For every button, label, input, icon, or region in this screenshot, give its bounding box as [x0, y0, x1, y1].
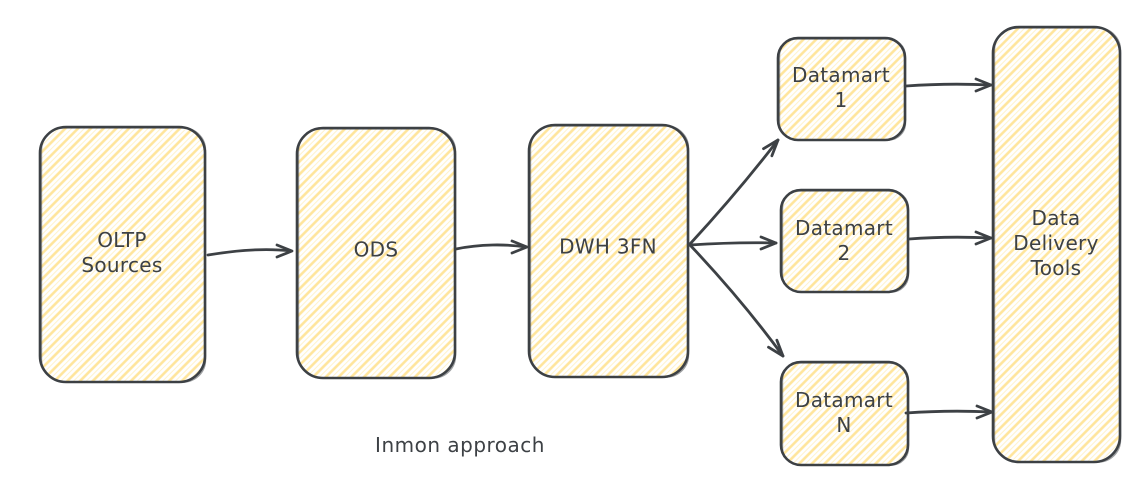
node-datamart-1-shape	[776, 36, 907, 142]
node-ods-shape	[295, 126, 457, 380]
diagram-caption: Inmon approach	[375, 433, 545, 457]
edge-dwh-to-datamart-1	[688, 138, 780, 246]
node-datamart-2-shape	[779, 188, 910, 294]
node-data-delivery-tools-shape	[991, 25, 1122, 464]
node-dwh-3fn-shape	[527, 123, 690, 379]
node-datamart-n-shape	[779, 360, 910, 467]
edge-dwh-to-datamart-n	[688, 243, 785, 358]
edge-datamart-n-to-delivery	[904, 404, 994, 420]
edge-datamart-2-to-delivery	[907, 230, 993, 246]
node-oltp-sources-shape	[38, 125, 207, 384]
edge-oltp-to-ods	[206, 243, 294, 259]
edge-dwh-to-datamart-2	[688, 235, 778, 251]
edge-datamart-1-to-delivery	[904, 77, 993, 93]
edge-ods-to-dwh	[454, 239, 529, 255]
